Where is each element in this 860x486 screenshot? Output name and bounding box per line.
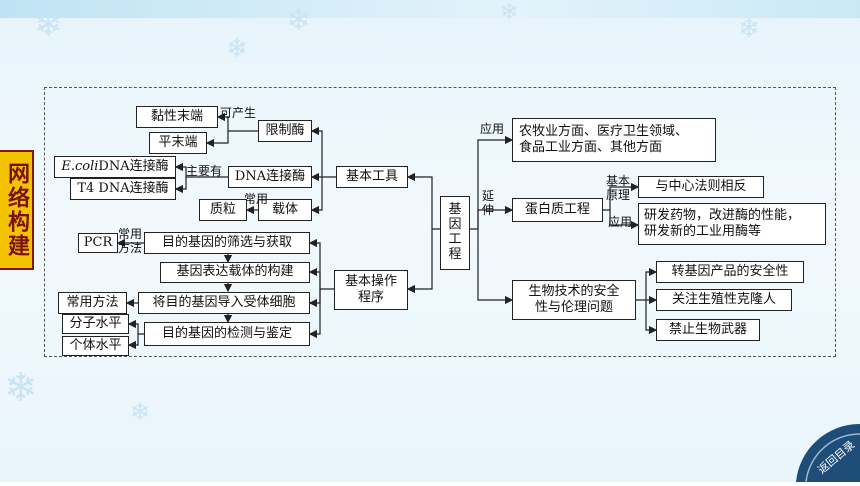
step-gene-screening-box: 目的基因的筛选与获取 <box>144 232 310 254</box>
basic-procedure-box: 基本操作 程序 <box>334 270 408 310</box>
ecoli-name: E.coli <box>61 158 99 174</box>
protein-apply-label: 应用 <box>608 215 633 229</box>
snowflake-icon: ❄ <box>226 34 248 64</box>
principle-box: 与中心法则相反 <box>638 176 764 198</box>
concept-map-frame <box>44 87 836 357</box>
ethics-item-bioweapons: 禁止生物武器 <box>656 319 760 341</box>
ecoli-ligase-text: DNA连接酶 <box>98 158 169 174</box>
ethics-item-gmo-safety: 转基因产品的安全性 <box>656 261 804 283</box>
top-decoration-bar <box>0 0 860 18</box>
principle-label: 基本 原理 <box>606 174 631 203</box>
application-line1: 农牧业方面、医疗卫生领域、 <box>519 123 689 139</box>
plasmid-box: 质粒 <box>199 199 247 221</box>
snowflake-icon: ❄ <box>738 14 760 44</box>
mainly-label: 主要有 <box>186 164 223 178</box>
protein-apply-line2: 研发新的工业用酶等 <box>644 224 762 239</box>
t4-ligase-box: T4 DNA连接酶 <box>70 178 176 200</box>
section-tab-label: 网络构建 <box>4 162 29 258</box>
return-to-contents-button[interactable]: 返回目录 <box>796 423 860 483</box>
commonly-label: 常用 <box>244 192 269 206</box>
ethics-box: 生物技术的安全 性与伦理问题 <box>512 280 636 320</box>
snowflake-icon: ❄ <box>34 5 63 45</box>
procedure-title-line1: 基本操作 <box>344 273 397 289</box>
protein-apply-box: 研发药物，改进酶的性能， 研发新的工业用酶等 <box>638 203 826 245</box>
application-label: 应用 <box>480 122 505 136</box>
protein-apply-line1: 研发药物，改进酶的性能， <box>644 207 801 223</box>
restriction-enzyme-box: 限制酶 <box>258 120 312 142</box>
vector-box: 载体 <box>258 199 312 221</box>
pcr-box: PCR <box>78 233 118 253</box>
section-tab: 网络构建 <box>0 150 34 270</box>
step-detection-box: 目的基因的检测与鉴定 <box>144 322 310 346</box>
ethics-line1: 生物技术的安全 <box>528 283 620 299</box>
molecular-level-box: 分子水平 <box>62 314 129 334</box>
blunt-end-box: 平末端 <box>149 132 207 154</box>
ethics-item-cloning: 关注生殖性克隆人 <box>656 289 792 311</box>
basic-tools-box: 基本工具 <box>336 166 408 188</box>
step-vector-construction-box: 基因表达载体的构建 <box>160 262 310 283</box>
extension-label: 延 伸 <box>482 189 495 218</box>
snowflake-icon: ❄ <box>130 398 151 426</box>
extension-line2: 伸 <box>482 202 495 217</box>
application-box: 农牧业方面、医疗卫生领域、 食品工业方面、其他方面 <box>512 118 716 162</box>
common-method-label: 常用 方法 <box>118 227 143 256</box>
center-topic-box: 基因工程 <box>440 196 470 270</box>
produces-label: 可产生 <box>220 106 257 120</box>
snowflake-icon: ❄ <box>286 3 312 38</box>
procedure-title-line2: 程序 <box>357 290 384 305</box>
home-button-shape <box>796 423 860 483</box>
common-method-line2: 方法 <box>118 240 143 255</box>
application-line2: 食品工业方面、其他方面 <box>519 140 663 155</box>
ethics-line2: 性与伦理问题 <box>534 300 613 315</box>
protein-engineering-box: 蛋白质工程 <box>512 198 603 222</box>
snowflake-icon: ❄ <box>500 0 519 25</box>
common-method-line1: 常用 <box>118 227 143 241</box>
sticky-end-box: 黏性末端 <box>136 106 218 128</box>
dna-ligase-box: DNA连接酶 <box>228 166 312 188</box>
common-methods-box: 常用方法 <box>58 292 127 314</box>
principle-line1: 基本 <box>606 174 631 188</box>
principle-line2: 原理 <box>606 187 631 202</box>
step-transfer-box: 将目的基因导入受体细胞 <box>138 292 310 314</box>
ecoli-ligase-box: E.coli DNA连接酶 <box>54 156 176 178</box>
extension-line1: 延 <box>482 189 495 203</box>
snowflake-icon: ❄ <box>4 365 38 411</box>
individual-level-box: 个体水平 <box>62 336 129 356</box>
